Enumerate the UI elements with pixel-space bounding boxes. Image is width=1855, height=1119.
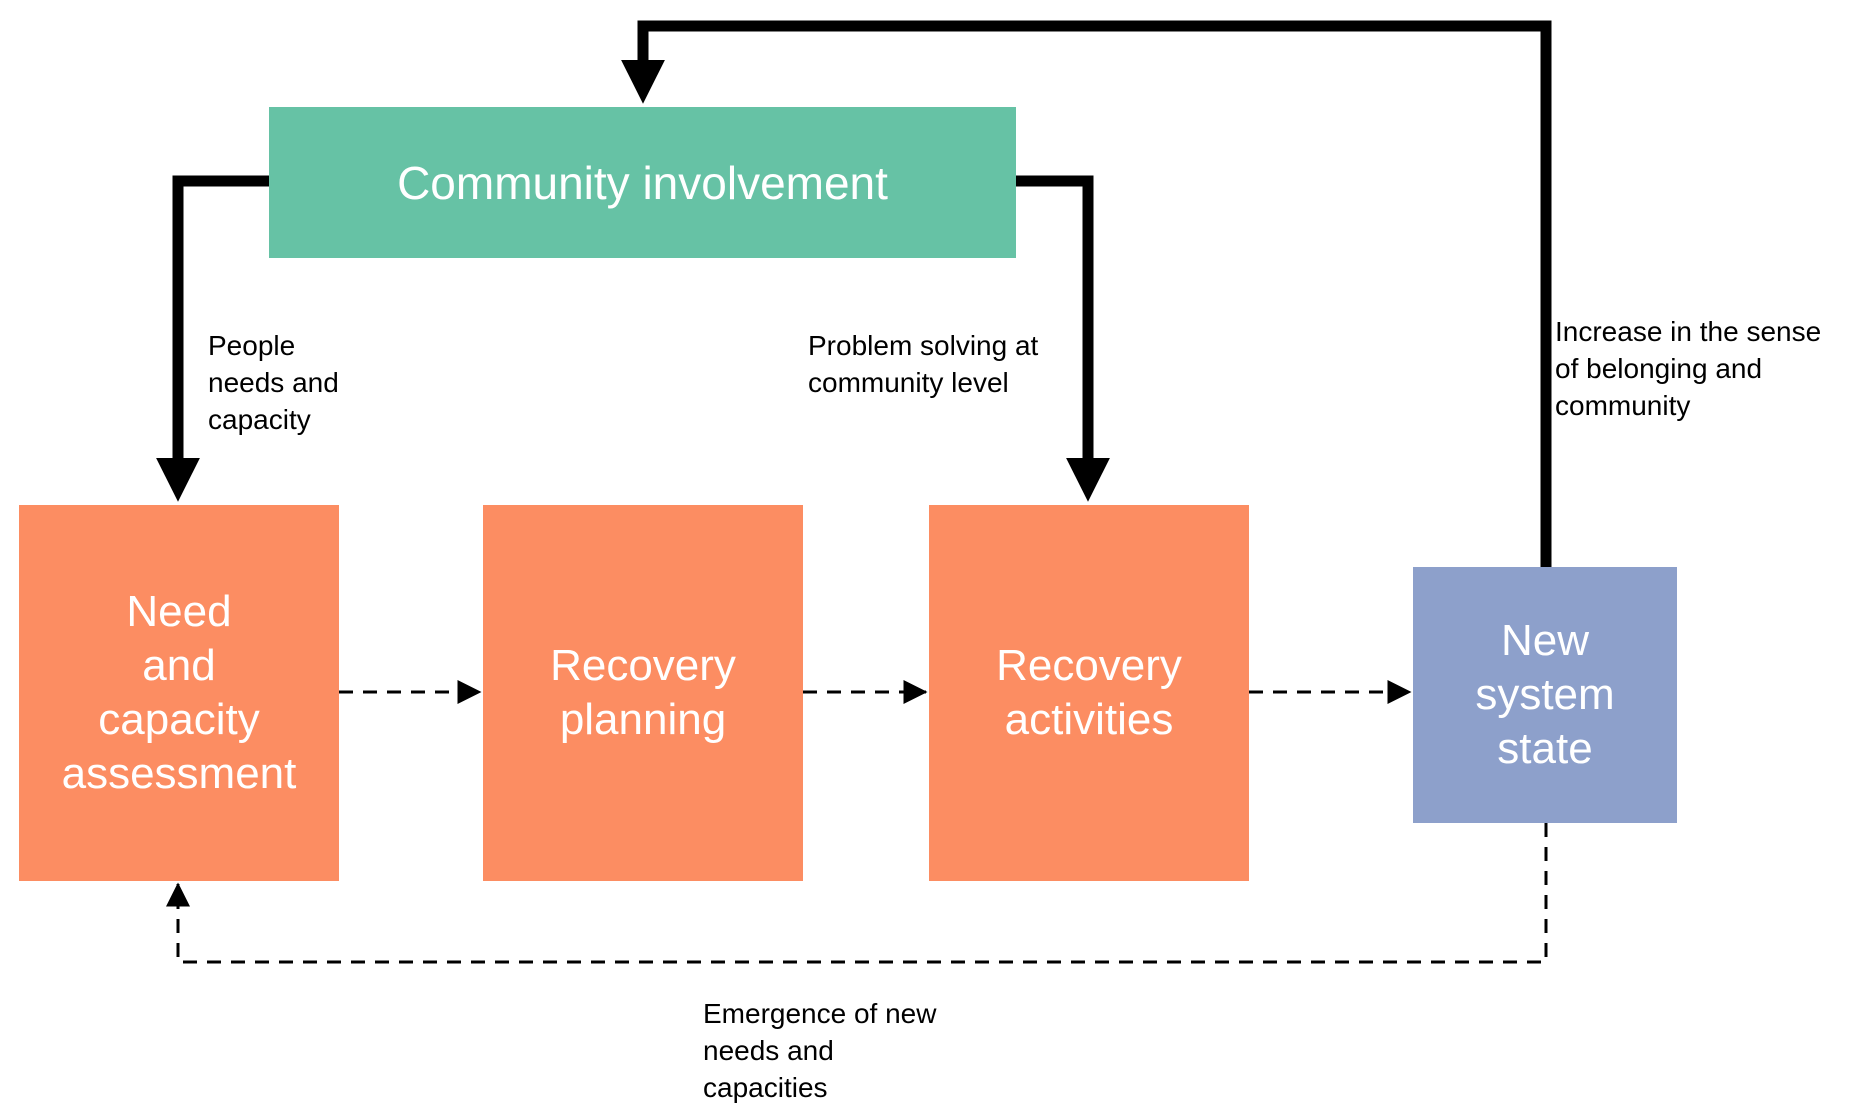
new-system-state-label: New system state (1475, 616, 1615, 773)
recovery-activities-box: Recovery activities (929, 505, 1249, 881)
belonging-label: Increase in the sense of belonging and c… (1555, 316, 1822, 421)
community-involvement-label: Community involvement (397, 156, 888, 209)
arrow-new-state-to-community (621, 20, 1552, 567)
problem-solving-label: Problem solving at community level (808, 330, 1039, 398)
arrow-new-state-to-need-assessment (166, 823, 1548, 964)
emergence-label: Emergence of new needs and capacities (703, 998, 937, 1103)
community-involvement-box: Community involvement (269, 107, 1016, 258)
need-assessment-label: Need and capacity assessment (61, 587, 297, 798)
arrow-community-to-recovery-activities (1016, 175, 1110, 502)
recovery-planning-label: Recovery planning (550, 641, 736, 744)
need-assessment-box: Need and capacity assessment (19, 505, 339, 881)
new-system-state-box: New system state (1413, 567, 1677, 823)
recovery-activities-label: Recovery activities (996, 641, 1182, 744)
arrow-community-to-need-assessment (156, 175, 269, 502)
recovery-planning-box: Recovery planning (483, 505, 803, 881)
people-needs-label: People needs and capacity (208, 330, 339, 435)
